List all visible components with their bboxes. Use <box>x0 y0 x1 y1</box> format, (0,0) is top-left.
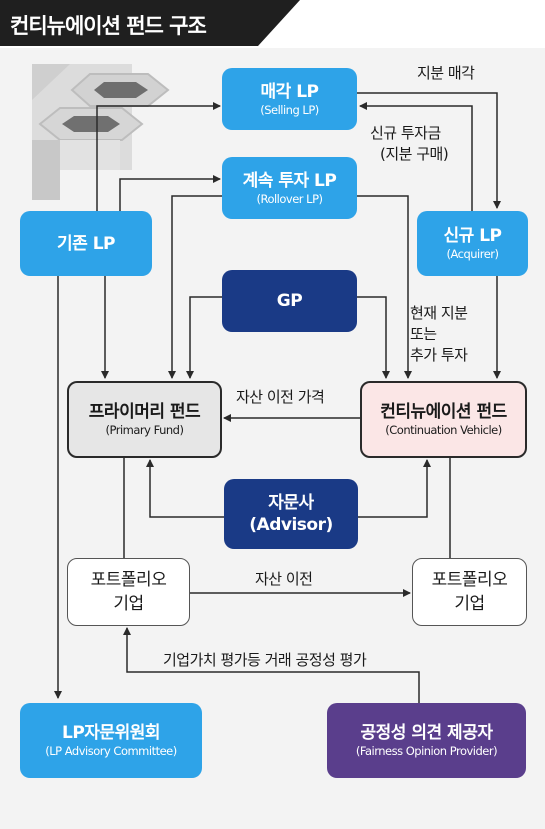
rollover-lp-box: 계속 투자 LP (Rollover LP) <box>222 157 357 219</box>
selling-lp-subtitle: (Selling LP) <box>260 102 319 117</box>
fairness-provider-subtitle: (Fairness Opinion Provider) <box>355 744 498 758</box>
label-stake-purchase: (지분 구매) <box>380 145 449 163</box>
existing-lp-title: 기존 LP <box>57 233 116 254</box>
portfolio-company-left-box: 포트폴리오 기업 <box>67 558 190 626</box>
selling-lp-title: 매각 LP <box>260 81 320 102</box>
primary-fund-title: 프라이머리 펀드 <box>88 402 201 422</box>
portfolio-right-line2: 기업 <box>454 594 485 614</box>
label-asset-transfer-price: 자산 이전 가격 <box>236 388 325 406</box>
page-title: 컨티뉴에이션 펀드 구조 <box>10 14 207 38</box>
rollover-lp-subtitle: (Rollover LP) <box>256 191 323 206</box>
label-additional-investment: 추가 투자 <box>410 346 468 364</box>
acquirer-lp-title: 신규 LP <box>443 226 503 246</box>
primary-fund-subtitle: (Primary Fund) <box>105 423 184 437</box>
rollover-lp-title: 계속 투자 LP <box>242 170 337 191</box>
advisor-title: 자문사 <box>268 493 314 513</box>
lp-committee-title: LP자문위원회 <box>62 723 161 743</box>
portfolio-left-line2: 기업 <box>113 594 144 614</box>
acquirer-lp-box: 신규 LP (Acquirer) <box>417 211 528 276</box>
portfolio-right-line1: 포트폴리오 <box>431 570 508 590</box>
continuation-fund-subtitle: (Continuation Vehicle) <box>385 423 502 437</box>
existing-lp-box: 기존 LP <box>20 211 152 276</box>
label-current-stake: 현재 지분 <box>410 304 468 322</box>
label-fairness-assessment: 기업가치 평가등 거래 공정성 평가 <box>163 651 367 669</box>
building-block-illustration <box>32 64 170 200</box>
portfolio-left-line1: 포트폴리오 <box>90 570 167 590</box>
lp-committee-subtitle: (LP Advisory Committee) <box>45 744 177 758</box>
continuation-fund-box: 컨티뉴에이션 펀드 (Continuation Vehicle) <box>360 381 527 458</box>
acquirer-lp-subtitle: (Acquirer) <box>446 247 499 261</box>
selling-lp-box: 매각 LP (Selling LP) <box>222 68 357 130</box>
continuation-fund-title: 컨티뉴에이션 펀드 <box>380 402 507 422</box>
portfolio-company-right-box: 포트폴리오 기업 <box>412 558 527 626</box>
advisor-subtitle: (Advisor) <box>249 515 333 535</box>
gp-box: GP <box>222 270 357 332</box>
label-new-investment: 신규 투자금 <box>370 124 441 142</box>
gp-title: GP <box>276 291 303 311</box>
fairness-opinion-provider-box: 공정성 의견 제공자 (Fairness Opinion Provider) <box>327 703 526 778</box>
fairness-provider-title: 공정성 의견 제공자 <box>360 723 493 743</box>
advisor-box: 자문사 (Advisor) <box>224 479 358 549</box>
title-banner <box>0 0 300 46</box>
label-or: 또는 <box>410 325 437 343</box>
primary-fund-box: 프라이머리 펀드 (Primary Fund) <box>67 381 222 458</box>
label-asset-transfer: 자산 이전 <box>255 570 313 588</box>
label-stake-sale: 지분 매각 <box>417 64 475 82</box>
lp-advisory-committee-box: LP자문위원회 (LP Advisory Committee) <box>20 703 202 778</box>
